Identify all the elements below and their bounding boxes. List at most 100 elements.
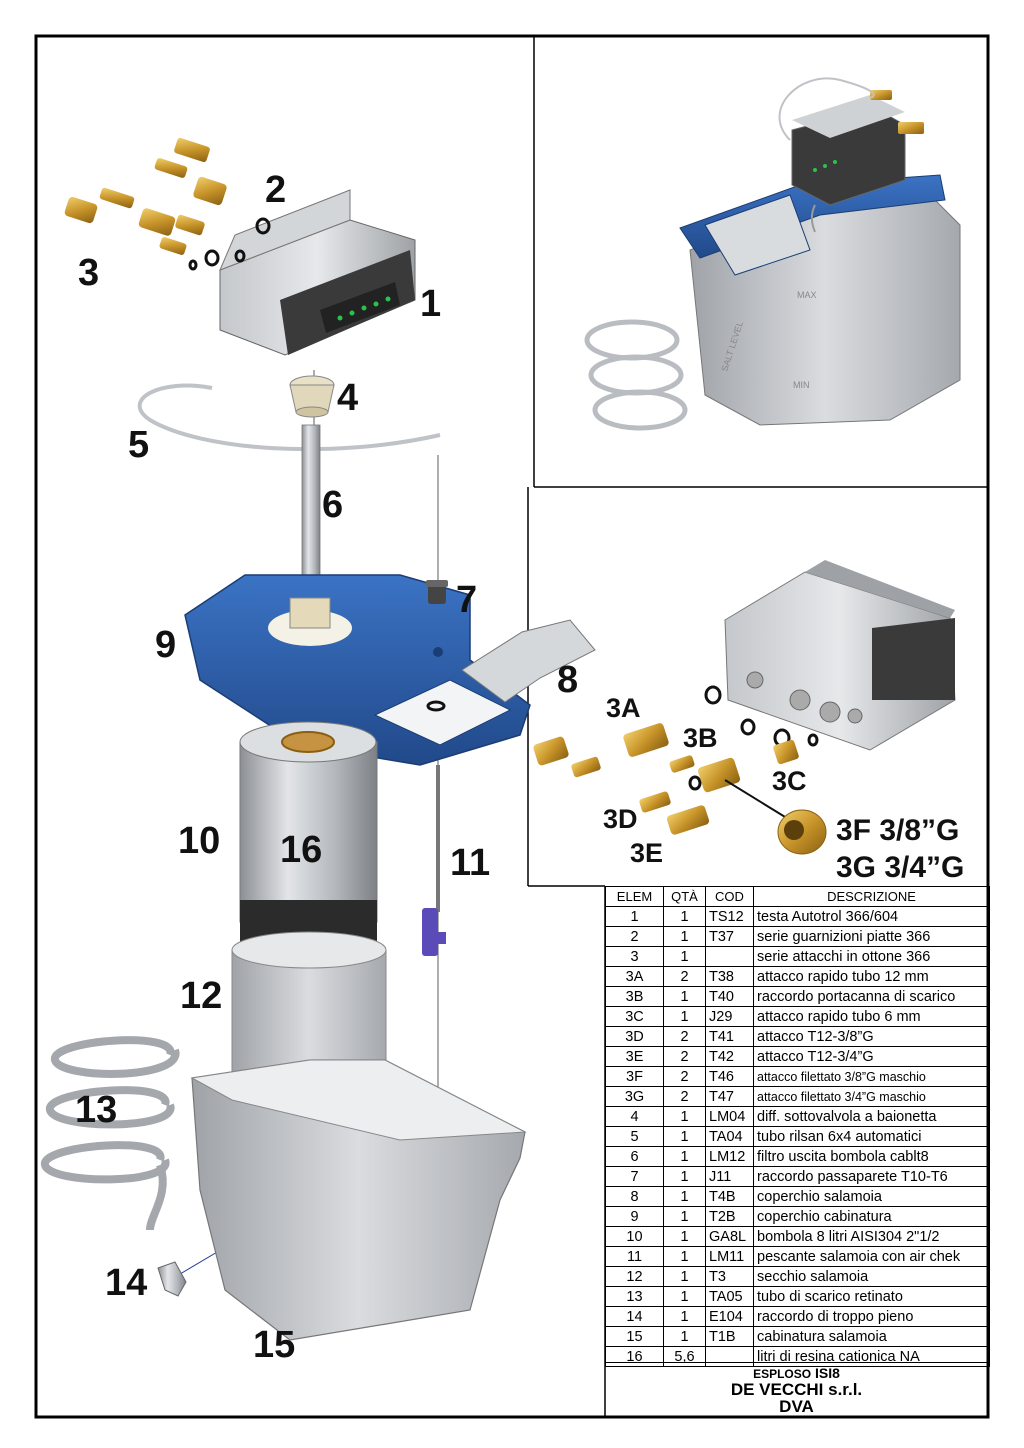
cell-cod: T41 [705,1026,754,1047]
callout-3f: 3F 3/8”G [836,814,959,847]
cell-elem: 2 [605,926,664,947]
cell-description: tubo rilsan 6x4 automatici [753,1126,990,1147]
cell-qty: 2 [663,1086,706,1107]
drawing-label: ESPLOSO [753,1367,812,1381]
cell-cod: TA05 [705,1286,754,1307]
callout-3e: 3E [630,838,663,868]
cell-elem: 3F [605,1066,664,1087]
cell-cod: T1B [705,1326,754,1347]
callout-16: 16 [280,829,322,871]
assembled-softener-image: SALT LEVEL MAX MIN [584,77,961,431]
cell-description: raccordo di troppo pieno [753,1306,990,1327]
callout-9: 9 [155,624,176,666]
callout-3g: 3G 3/4”G [836,851,964,884]
cell-description: raccordo passaparete T10-T6 [753,1166,990,1187]
cell-elem: 15 [605,1326,664,1347]
cell-cod [705,946,754,967]
cell-cod: T38 [705,966,754,987]
cell-description: attacco filettato 3/8”G maschio [753,1066,990,1087]
overflow-elbow-part [157,1261,187,1297]
cell-cod: LM12 [705,1146,754,1167]
cell-cod: T2B [705,1206,754,1227]
cell-elem: 7 [605,1166,664,1187]
cell-qty: 2 [663,1026,706,1047]
cell-elem: 12 [605,1266,664,1287]
cell-cod: J11 [705,1166,754,1187]
cell-description: bombola 8 litri AISI304 2"1/2 [753,1226,990,1247]
cell-description: attacco rapido tubo 6 mm [753,1006,990,1027]
cell-description: attacco filettato 3/4”G maschio [753,1086,990,1107]
cell-elem: 9 [605,1206,664,1227]
column-header-description: DESCRIZIONE [753,886,990,907]
cell-cod: T46 [705,1066,754,1087]
cell-qty: 1 [663,1166,706,1187]
cell-elem: 5 [605,1126,664,1147]
cell-description: attacco rapido tubo 12 mm [753,966,990,987]
cell-cod: LM04 [705,1106,754,1127]
callout-3d: 3D [603,804,638,834]
cell-elem: 8 [605,1186,664,1207]
callout-14: 14 [105,1262,147,1304]
cell-cod: T40 [705,986,754,1007]
cell-description: secchio salamoia [753,1266,990,1287]
cell-cod: TS12 [705,906,754,927]
cell-description: litri di resina cationica NA [753,1346,990,1367]
cell-elem: 3B [605,986,664,1007]
cell-elem: 3D [605,1026,664,1047]
cell-elem: 11 [605,1246,664,1267]
cell-description: filtro uscita bombola cablt8 [753,1146,990,1167]
min-label: MIN [793,380,810,390]
column-header-cod: COD [705,886,754,907]
cell-elem: 13 [605,1286,664,1307]
cell-qty: 1 [663,946,706,967]
coiled-hose-icon [41,1036,180,1231]
cell-description: attacco T12-3/4”G [753,1046,990,1067]
cell-qty: 1 [663,1286,706,1307]
rilsan-tube-part [137,383,441,452]
drawing-code: ISI8 [815,1365,840,1381]
max-label: MAX [797,290,817,300]
cell-elem: 6 [605,1146,664,1167]
cell-cod: LM11 [705,1246,754,1267]
callout-6: 6 [322,484,343,526]
callout-3b: 3B [683,723,718,753]
callout-3c: 3C [772,766,807,796]
callout-4: 4 [337,377,358,419]
cell-elem: 10 [605,1226,664,1247]
drawing-frame [34,34,990,1419]
cell-elem: 3G [605,1086,664,1107]
cell-description: cabinatura salamoia [753,1326,990,1347]
cell-qty: 1 [663,1326,706,1347]
table-header-row: ELEM QTÀ COD DESCRIZIONE [605,886,990,907]
valve-head-icon [219,189,416,356]
cell-qty: 1 [663,1006,706,1027]
bulkhead-fitting-part [426,580,448,604]
cell-qty: 1 [663,1266,706,1287]
cell-description: coperchio salamoia [753,1186,990,1207]
cell-qty: 1 [663,1186,706,1207]
cell-description: serie attacchi in ottone 366 [753,946,990,967]
cell-elem: 3 [605,946,664,967]
cell-qty: 1 [663,1146,706,1167]
cell-elem: 16 [605,1346,664,1367]
brine-pickup-part [422,765,446,956]
brine-cover-part [461,619,596,703]
cell-cod: E104 [705,1306,754,1327]
cell-description: diff. sottovalvola a baionetta [753,1106,990,1127]
cell-cod: T3 [705,1266,754,1287]
